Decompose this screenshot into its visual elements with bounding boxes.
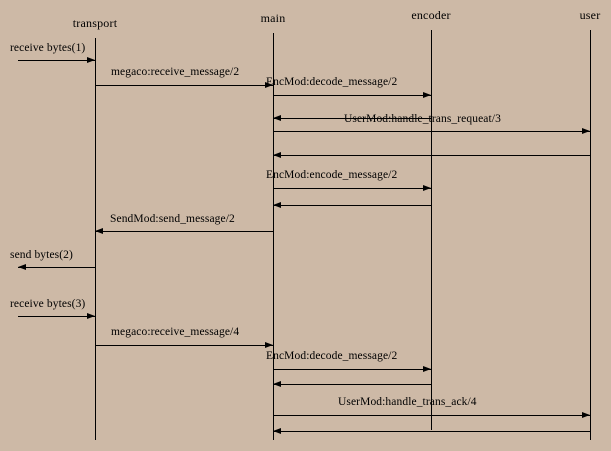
message-arrow-head [582,128,590,134]
message-arrow-head [18,264,26,270]
message-label: UserMod:handle_trans_requeat/3 [344,113,501,125]
message-arrow-line [18,267,95,268]
lifeline-bar-user [590,30,591,440]
message-label: receive bytes(3) [10,298,86,310]
lifeline-label-encoder: encoder [411,8,451,22]
lifeline-bar-main [273,33,274,440]
message-arrow-line [273,369,431,370]
message-arrow-head [423,366,431,372]
message-arrow-line [273,95,431,96]
message-arrow-head [582,412,590,418]
message-arrow-line [273,155,590,156]
message-label: receive bytes(1) [10,42,86,54]
message-arrow-line [273,431,590,432]
message-arrow-line [273,415,590,416]
lifeline-label-transport: transport [72,16,118,30]
message-label: UserMod:handle_trans_ack/4 [338,396,477,408]
message-label: SendMod:send_message/2 [110,213,235,225]
message-arrow-line [95,231,273,232]
message-arrow-head [87,57,95,63]
message-arrow-head [95,228,103,234]
message-arrow-head [265,342,273,348]
message-arrow-line [95,345,273,346]
lifeline-bar-encoder [431,30,432,430]
message-arrow-head [273,428,281,434]
lifeline-bar-transport [95,38,96,440]
message-arrow-line [18,60,95,61]
message-arrow-line [273,188,431,189]
message-arrow-head [273,115,281,121]
message-label: send bytes(2) [10,249,73,261]
message-arrow-head [423,185,431,191]
message-arrow-line [273,384,431,385]
message-arrow-head [87,313,95,319]
message-label: megaco:receive_message/4 [111,326,240,338]
message-arrow-line [273,205,431,206]
message-arrow-head [273,381,281,387]
message-arrow-line [18,316,95,317]
message-arrow-head [265,82,273,88]
message-label: EncMod:decode_message/2 [266,350,398,362]
lifeline-label-user: user [579,8,601,22]
message-label: EncMod:encode_message/2 [266,169,398,181]
message-arrow-line [273,131,590,132]
message-arrow-line [273,118,431,119]
message-arrow-head [273,152,281,158]
message-arrow-head [273,202,281,208]
lifeline-label-main: main [260,11,286,25]
message-arrow-line [95,85,273,86]
message-label: megaco:receive_message/2 [111,66,240,78]
message-label: EncMod:decode_message/2 [266,76,398,88]
message-arrow-head [423,92,431,98]
